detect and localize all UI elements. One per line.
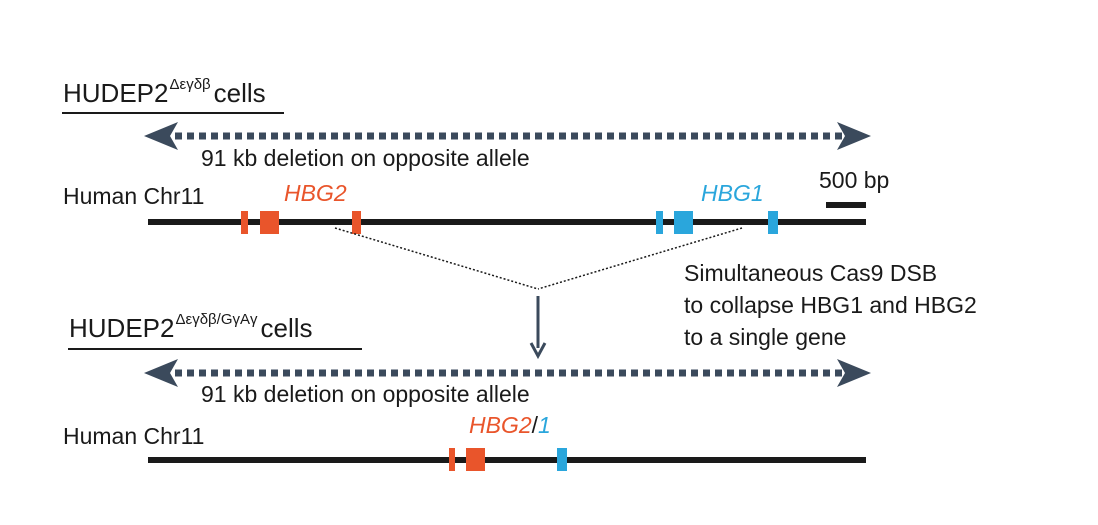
hbg2-exon-1 xyxy=(241,211,248,234)
bottom-deletion-arrow xyxy=(144,359,871,387)
bottom-deletion-arrowhead-left xyxy=(144,359,178,387)
gene-label-hbg2-1: HBG2/1 xyxy=(469,412,551,438)
hbg2-exon-2 xyxy=(260,211,279,234)
top-deletion-label: 91 kb deletion on opposite allele xyxy=(201,145,530,171)
top-deletion-arrowhead-left xyxy=(144,122,178,150)
bottom-chromosome-line xyxy=(148,457,866,463)
hbg2-exon-3 xyxy=(352,211,361,234)
scale-bar xyxy=(826,202,866,208)
hbg2-1-exon-3 xyxy=(557,448,567,471)
hbg2-1-exon-1 xyxy=(449,448,455,471)
top-deletion-arrow xyxy=(144,122,871,150)
process-arrow-head xyxy=(529,342,547,360)
bottom-chr-label: Human Chr11 xyxy=(63,423,205,449)
process-text-line-3: to a single gene xyxy=(684,324,847,350)
gene-label-hbg2: HBG2 xyxy=(284,180,347,206)
hbg1-exon-2 xyxy=(674,211,693,234)
process-text-line-2: to collapse HBG1 and HBG2 xyxy=(684,292,977,318)
scale-bar-label: 500 bp xyxy=(819,167,890,193)
hbg2-1-exon-2 xyxy=(466,448,485,471)
bottom-deletion-arrowhead-right xyxy=(837,359,871,387)
gene-label-hbg1: HBG1 xyxy=(701,180,764,206)
hbg1-exon-3 xyxy=(768,211,778,234)
top-chr-label: Human Chr11 xyxy=(63,183,205,209)
top-heading-underline xyxy=(62,112,284,114)
collapse-line-right xyxy=(537,227,743,290)
top-deletion-arrowhead-right xyxy=(837,122,871,150)
top-chromosome-line xyxy=(148,219,866,225)
bottom-deletion-label: 91 kb deletion on opposite allele xyxy=(201,381,530,407)
process-arrow xyxy=(529,296,547,360)
process-text-line-1: Simultaneous Cas9 DSB xyxy=(684,260,938,286)
hbg1-exon-1 xyxy=(656,211,663,234)
bottom-heading-underline xyxy=(68,348,362,350)
collapse-line-left xyxy=(334,227,539,290)
